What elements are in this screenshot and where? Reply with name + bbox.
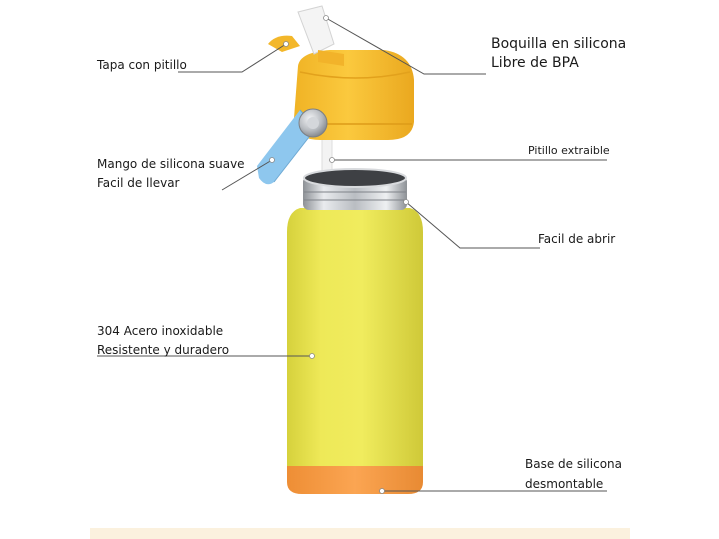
callout-abrir: Facil de abrir xyxy=(538,232,616,246)
dot-abrir xyxy=(403,199,409,205)
steel-neck xyxy=(303,168,407,210)
callout-tapa: Tapa con pitillo xyxy=(97,58,187,72)
silicone-base xyxy=(287,466,423,494)
callout-acero-line1: 304 Acero inoxidable xyxy=(97,324,224,338)
leader-boquilla xyxy=(325,17,486,75)
dot-mango xyxy=(269,157,275,163)
dot-acero xyxy=(309,353,315,359)
callout-mango-line1: Mango de silicona suave xyxy=(97,157,245,171)
callout-pitillo: Pitillo extraible xyxy=(528,144,610,157)
callout-acero-line2: Resistente y duradero xyxy=(97,343,230,357)
callout-base-line2: desmontable xyxy=(525,477,604,491)
callout-boquilla-line1: Boquilla en silicona xyxy=(491,36,627,52)
leader-abrir xyxy=(405,201,540,249)
bottom-band xyxy=(90,528,630,539)
handle xyxy=(257,108,328,185)
leader-mango xyxy=(221,159,273,191)
dot-pitillo xyxy=(329,157,335,163)
callout-boquilla-line2: Libre de BPA xyxy=(491,55,579,71)
callout-base-line1: Base de silicona xyxy=(525,457,623,471)
dot-tapa xyxy=(283,41,289,47)
bottle-body xyxy=(287,208,423,470)
dot-base xyxy=(379,488,385,494)
leader-tapa xyxy=(178,43,287,73)
callout-mango-line2: Facil de llevar xyxy=(97,176,180,190)
dot-boquilla xyxy=(323,15,329,21)
